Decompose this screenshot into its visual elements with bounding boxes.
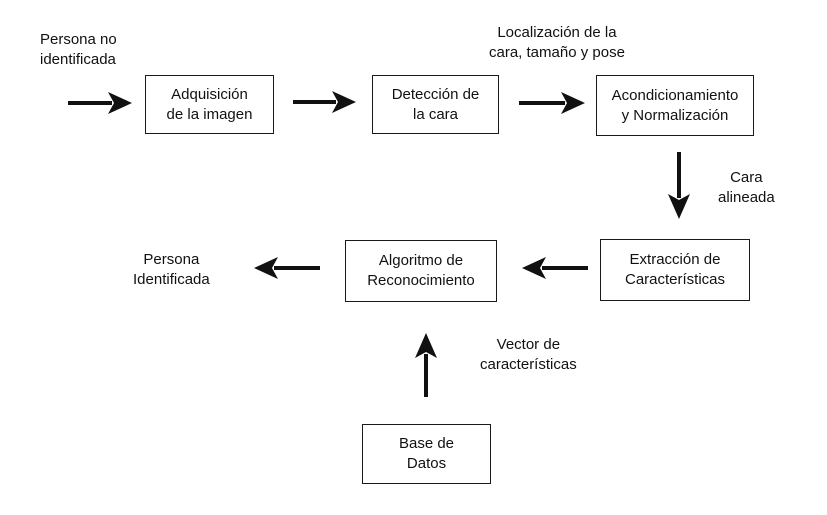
arrow-detection-to-conditioning (519, 92, 585, 114)
label-line: alineada (718, 189, 775, 206)
label-line: Cara (730, 169, 763, 186)
box-conditioning-normalization: Acondicionamiento y Normalización (596, 75, 754, 136)
box-line: Algoritmo de (378, 252, 464, 269)
arrow-algorithm-to-output (254, 257, 320, 279)
box-line: Detección de (391, 85, 480, 103)
box-database: Base de Datos (362, 424, 491, 484)
label-line: Identificada (133, 271, 210, 288)
box-line: Características (624, 271, 726, 288)
box-line: Datos (406, 455, 447, 472)
arrow-acquisition-to-detection (293, 91, 356, 113)
label-line: identificada (40, 51, 116, 68)
box-recognition-algorithm: Algoritmo de Reconocimiento (345, 240, 497, 302)
box-line: Extracción de (629, 251, 721, 268)
label-identified-person: Persona Identificada (133, 250, 210, 290)
box-feature-extraction: Extracción de Características (600, 239, 750, 301)
arrow-input-to-acquisition (68, 92, 132, 114)
label-line: Persona no (40, 31, 117, 48)
box-face-detection: Detección de la cara (372, 75, 499, 134)
box-line: la cara (412, 105, 459, 123)
box-line: Reconocimiento (367, 272, 475, 289)
label-line: Vector de (496, 336, 561, 353)
label-line: cara, tamaño y pose (489, 44, 625, 61)
arrow-conditioning-to-extraction (668, 152, 690, 219)
label-unidentified-person: Persona no identificada (40, 30, 117, 70)
box-line: Adquisición (171, 85, 248, 103)
label-face-localization: Localización de la cara, tamaño y pose (489, 23, 625, 63)
arrow-extraction-to-algorithm (522, 257, 588, 279)
label-line: Localización de la (497, 24, 617, 41)
arrow-database-to-algorithm (415, 333, 437, 397)
label-line: Persona (143, 251, 200, 268)
box-image-acquisition: Adquisición de la imagen (145, 75, 274, 134)
label-line: características (480, 356, 577, 373)
label-aligned-face: Cara alineada (718, 168, 775, 208)
box-line: Acondicionamiento (611, 86, 739, 104)
label-feature-vector: Vector de características (480, 335, 577, 375)
box-line: de la imagen (166, 105, 253, 123)
box-line: y Normalización (621, 106, 729, 124)
box-line: Base de (398, 435, 455, 452)
